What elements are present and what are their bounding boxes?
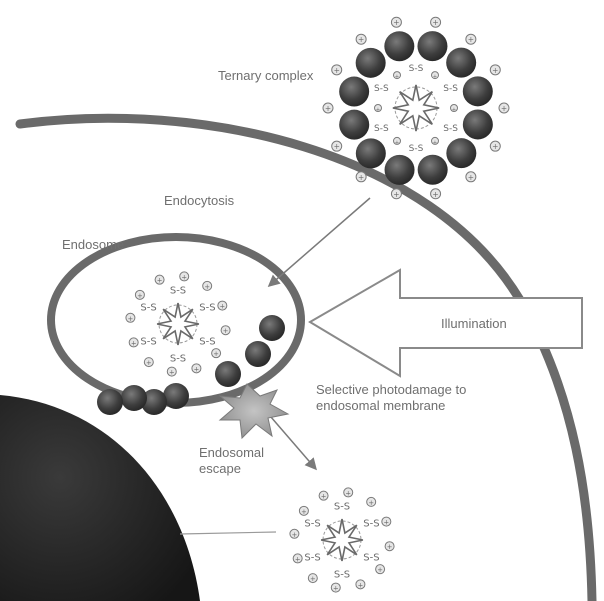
charge-sign: + [301,508,307,516]
dark-sphere [245,341,271,367]
charge-sign: + [213,350,219,358]
charge-sign: + [204,283,210,291]
charge-sign: + [432,18,438,27]
disulfide-link: S-S [443,84,458,94]
charge-sign: + [492,142,498,151]
charge-sign: + [433,74,437,80]
disulfide-link: S-S [140,337,156,348]
disulfide-link: S-S [199,337,215,348]
charge-sign: + [223,327,229,335]
charge-sign: + [432,190,438,199]
label-endosome: Endosome [62,237,124,253]
label-ternary-complex: Ternary complex [218,68,313,84]
dark-sphere [385,155,415,185]
charge-sign: + [358,173,364,182]
charge-sign: + [358,581,364,589]
dark-sphere [356,48,386,78]
photosensitizer-star [393,85,439,131]
charge-sign: + [334,66,340,75]
charge-sign: + [395,74,399,80]
charge-sign: + [131,339,137,347]
charge-sign: + [452,107,456,113]
escaped-cargo-particle: ++++++++++++S-SS-SS-SS-SS-SS-S [290,488,394,593]
charge-sign: + [321,493,327,501]
charge-sign: + [345,489,351,497]
dark-sphere [259,315,285,341]
dark-sphere [417,31,447,61]
charge-sign: + [181,273,187,281]
photosensitizer-star [157,303,199,345]
dark-sphere [121,385,147,411]
disulfide-link: S-S [304,519,320,530]
charge-sign: + [492,66,498,75]
charge-sign: + [295,555,301,563]
charge-sign: + [468,35,474,44]
charge-sign: + [393,18,399,27]
disulfide-link: S-S [199,303,215,314]
disulfide-link: S-S [409,64,424,74]
disulfide-link: S-S [409,144,424,154]
disulfide-link: S-S [363,553,379,564]
charge-sign: + [128,315,134,323]
charge-sign: + [384,519,390,527]
dark-sphere [384,31,414,61]
charge-sign: + [220,303,226,311]
disulfide-link: S-S [304,553,320,564]
dark-sphere [463,109,493,139]
charge-sign: + [292,531,298,539]
nucleus-pointer-line [180,532,276,534]
charge-sign: + [377,566,383,574]
charge-sign: + [333,585,339,593]
dark-sphere [97,389,123,415]
disulfide-link: S-S [443,124,458,134]
charge-sign: + [501,104,507,113]
disulfide-link: S-S [374,124,389,134]
dark-sphere [356,138,386,168]
endocytosis-arrow [270,198,370,285]
charge-sign: + [169,369,175,377]
label-selective-photodamage: Selective photodamage to endosomal membr… [316,382,506,414]
charge-sign: + [433,140,437,146]
charge-sign: + [387,543,393,551]
disulfide-link: S-S [140,303,156,314]
charge-sign: + [194,365,200,373]
dark-sphere [215,361,241,387]
disulfide-link: S-S [334,570,350,581]
dark-sphere [446,48,476,78]
charge-sign: + [358,35,364,44]
charge-sign: + [393,190,399,199]
charge-sign: + [395,140,399,146]
disulfide-link: S-S [170,354,186,365]
dark-sphere [339,77,369,107]
charge-sign: + [368,499,374,507]
dark-sphere [339,110,369,140]
label-illumination: Illumination [441,316,507,332]
endosome-cargo-particle: ++++++++++++S-SS-SS-SS-SS-SS-S [126,272,230,377]
dark-sphere [463,76,493,106]
charge-sign: + [376,107,380,113]
charge-sign: + [468,173,474,182]
charge-sign: + [137,292,143,300]
dark-sphere [418,155,448,185]
charge-sign: + [325,104,331,113]
disulfide-link: S-S [374,84,389,94]
dark-sphere [163,383,189,409]
disulfide-link: S-S [170,286,186,297]
ternary-complex-particle: + + + + + + + + + + + + + + S-S S-S S-S S-S S-S S-S + + + + + + [323,17,509,199]
disulfide-link: S-S [334,502,350,513]
charge-sign: + [157,277,163,285]
label-endosomal-escape: Endosomal escape [199,445,279,477]
disulfide-link: S-S [363,519,379,530]
dark-sphere [446,138,476,168]
charge-sign: + [310,575,316,583]
label-endocytosis: Endocytosis [164,193,234,209]
photosensitizer-star [321,519,363,561]
charge-sign: + [146,359,152,367]
charge-sign: + [334,142,340,151]
nucleus [0,395,200,601]
